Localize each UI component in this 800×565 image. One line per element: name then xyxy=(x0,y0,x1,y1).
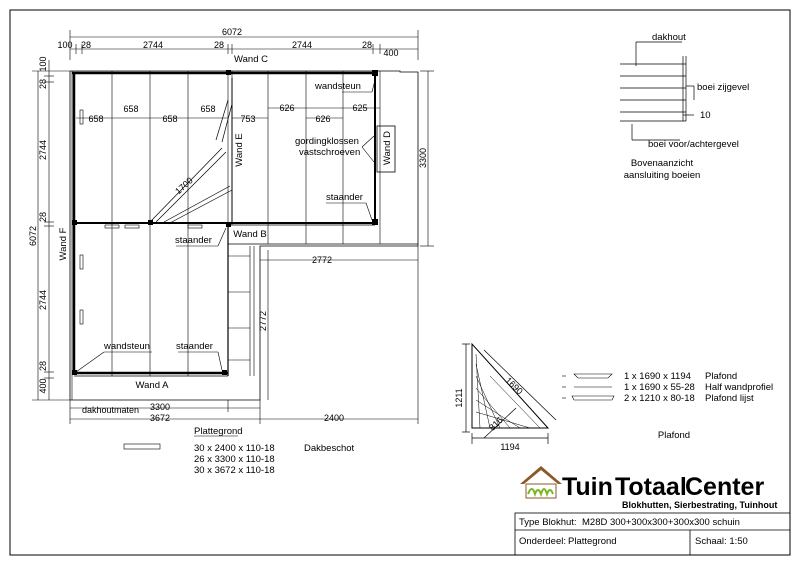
logo-tagline: Blokhutten, Sierbestrating, Tuinhout xyxy=(622,500,777,510)
company-logo: Tuin Totaal Center Blokhutten, Sierbestr… xyxy=(520,466,777,510)
dim-bot-3672: 3672 xyxy=(150,413,170,423)
dim-left-400: 400 xyxy=(38,378,48,393)
diagonal-brace xyxy=(149,99,233,225)
label-wandsteun-top: wandsteun xyxy=(314,81,361,92)
dim-bot-2400: 2400 xyxy=(324,413,344,423)
dim-top-28c: 28 xyxy=(362,40,372,50)
detail-boei-voor: boei voor/achtergevel xyxy=(648,139,739,150)
dim-left-6072: 6072 xyxy=(28,226,38,246)
plattegrond-title: Plattegrond xyxy=(194,426,243,437)
dim-left-28c: 28 xyxy=(38,361,48,371)
label-staander-mid: staander xyxy=(175,235,212,246)
house-icon xyxy=(520,466,562,499)
label-wand-a: Wand A xyxy=(136,380,170,391)
posts xyxy=(72,70,378,375)
plattegrond-item-2: 26 x 3300 x 110-18 xyxy=(194,454,275,465)
dim-left-100: 100 xyxy=(38,56,48,71)
detail-boeien xyxy=(620,41,695,141)
detail-gap-10: 10 xyxy=(700,110,711,121)
logo-name-tuin: Tuin xyxy=(562,473,613,501)
label-wand-f: Wand F xyxy=(58,227,69,260)
plafond-part-2-qty: 1 x 1690 x 55-28 xyxy=(624,382,695,393)
dim-753: 753 xyxy=(240,114,255,124)
label-staander-right: staander xyxy=(326,192,363,203)
label-staander-bot: staander xyxy=(176,341,213,352)
plafond-drawing xyxy=(462,342,557,444)
plattegrond-item-1: 30 x 2400 x 110-18 xyxy=(194,443,275,454)
dim-1700: 1700 xyxy=(173,175,195,196)
label-wand-d: Wand D xyxy=(382,131,393,165)
dim-right-3300: 3300 xyxy=(418,148,428,168)
dim-2772-v: 2772 xyxy=(258,311,268,331)
dim-top-28b: 28 xyxy=(214,40,224,50)
dim-658b: 658 xyxy=(123,104,138,114)
dimension-lines xyxy=(32,30,434,424)
title-block xyxy=(514,512,791,556)
logo-name-center: Center xyxy=(685,473,764,501)
dim-left-28a: 28 xyxy=(38,79,48,89)
detail-boei-zijgevel: boei zijgevel xyxy=(697,82,749,93)
dim-top-100: 100 xyxy=(57,40,72,50)
dim-626a: 626 xyxy=(279,103,294,113)
plafond-parts: 1 x 1690 x 1194 Plafond 1 x 1690 x 55-28… xyxy=(562,371,773,404)
dim-625: 625 xyxy=(352,103,367,113)
logo-name-totaal: Totaal xyxy=(615,473,687,501)
dim-658d: 658 xyxy=(200,104,215,114)
plattegrond-dakbeschot: Dakbeschot xyxy=(304,443,355,454)
plafond-part-2-name: Half wandprofiel xyxy=(705,382,773,393)
tb-onderdeel-value: Plattegrond xyxy=(568,536,617,547)
dim-top-2744b: 2744 xyxy=(292,40,312,50)
plafond-part-1-name: Plafond xyxy=(705,371,737,382)
tb-onderdeel-label: Onderdeel: xyxy=(519,536,566,547)
plafond-part-3-qty: 2 x 1210 x 80-18 xyxy=(624,393,695,404)
label-wand-b: Wand B xyxy=(233,229,266,240)
plattegrond-list: Plattegrond 30 x 2400 x 110-18 26 x 3300… xyxy=(123,426,355,476)
label-vastschroeven: vastschroeven xyxy=(299,147,360,158)
dakhoutmaten-label: dakhoutmaten xyxy=(82,405,139,415)
cutout-steps xyxy=(228,246,255,376)
label-gordingklossen: gordingklossen xyxy=(295,136,359,147)
drawing-frame xyxy=(9,9,791,556)
label-wandsteun-bot: wandsteun xyxy=(103,341,150,352)
plafond-dim-816: 816 xyxy=(487,415,505,433)
plafond-dim-1211: 1211 xyxy=(454,388,464,407)
plafond-dim-1194: 1194 xyxy=(500,442,519,452)
dim-626b: 626 xyxy=(315,114,330,124)
plafond-part-1-qty: 1 x 1690 x 1194 xyxy=(624,371,691,382)
wall-labels: Wand C Wand D Wand E Wand F Wand B Wand … xyxy=(58,54,393,391)
dim-658c: 658 xyxy=(162,114,177,124)
dim-top-400: 400 xyxy=(383,48,398,58)
detail-caption-2: aansluiting boeien xyxy=(624,170,701,181)
tb-type-value: M28D 300+300x300+300x300 schuin xyxy=(582,517,740,528)
tb-schaal: Schaal: 1:50 xyxy=(695,536,748,547)
dim-left-2744a: 2744 xyxy=(38,140,48,160)
dim-2772-h: 2772 xyxy=(312,255,332,265)
purlin-markers xyxy=(79,109,203,325)
label-wand-e: Wand E xyxy=(234,133,245,166)
dim-left-28b: 28 xyxy=(38,212,48,222)
dim-bot-3300: 3300 xyxy=(150,402,170,412)
dim-top-28a: 28 xyxy=(81,40,91,50)
wand-d-box xyxy=(376,125,396,173)
dim-top-total: 6072 xyxy=(222,27,242,37)
detail-dakhout: dakhout xyxy=(652,32,686,43)
dim-658a: 658 xyxy=(88,114,103,124)
detail-caption-1: Bovenaanzicht xyxy=(631,158,694,169)
title-block-texts: Type Blokhut: M28D 300+300x300+300x300 s… xyxy=(519,517,748,547)
plafond-title: Plafond xyxy=(658,430,690,441)
detail-texts: dakhout boei zijgevel 10 boei voor/achte… xyxy=(624,32,750,181)
tb-type-label: Type Blokhut: xyxy=(519,517,577,528)
dim-top-2744a: 2744 xyxy=(143,40,163,50)
label-wand-c: Wand C xyxy=(234,54,268,65)
plafond-part-3-name: Plafond lijst xyxy=(705,393,754,404)
plattegrond-item-3: 30 x 3672 x 110-18 xyxy=(194,465,275,476)
dim-left-2744b: 2744 xyxy=(38,290,48,310)
floor-plan xyxy=(69,70,419,401)
